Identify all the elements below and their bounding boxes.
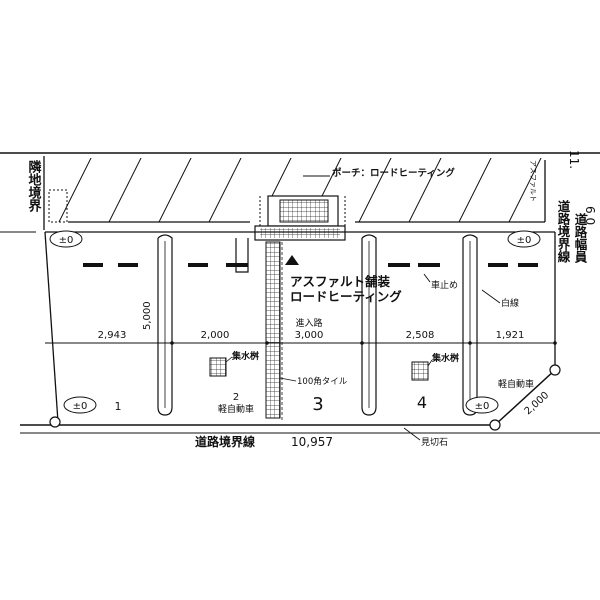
stall-divider-3 — [462, 234, 478, 416]
level-mark-top-left: ±0 — [49, 230, 83, 248]
porch — [254, 195, 346, 241]
stall-divider-short — [235, 238, 249, 273]
asphalt-top-label: アスファルト — [529, 160, 537, 202]
drain-right-label: 集水桝 — [431, 352, 459, 364]
road-boundary-bottom-label: 道路境界線 — [195, 434, 255, 449]
stall-divider-2 — [361, 234, 377, 416]
car-stops — [83, 263, 538, 267]
drain-grate-right-icon — [411, 361, 429, 381]
drain-left-label: 集水桝 — [231, 350, 259, 362]
road-boundary-right-label: 道路境界線 — [556, 199, 571, 263]
space-number-4: 4 — [417, 393, 427, 412]
dimension-left-vertical: 5,000 — [142, 301, 153, 330]
svg-text:±0: ±0 — [73, 401, 88, 412]
dimension-2: 2,000 — [201, 330, 230, 341]
porch-heating-label: ポーチ：ロードヒーティング — [332, 167, 455, 179]
stall-divider-1 — [157, 234, 173, 416]
drain-left-leader — [225, 356, 233, 363]
dimension-3: 3,000 — [295, 330, 324, 341]
svg-text:±0: ±0 — [59, 235, 74, 246]
level-mark-top-right: ±0 — [507, 230, 541, 248]
road-boundary-length: 10,957 — [291, 435, 333, 449]
tile-label: 100角タイル — [297, 376, 348, 387]
drain-right-leader — [427, 359, 433, 367]
light-car-label-right: 軽自動車 — [498, 378, 534, 390]
road-heating-label: ロードヒーティング — [290, 289, 402, 304]
corner-cut-line — [494, 369, 556, 426]
svg-text:±0: ±0 — [475, 401, 490, 412]
corner-marker-left — [49, 416, 61, 428]
level-mark-bottom-right: ±0 — [465, 396, 499, 414]
space-number-2: 2 — [233, 392, 239, 403]
entrance-triangle-icon — [285, 255, 299, 265]
road-width-fragment-2: 6.0 — [583, 206, 597, 225]
white-line-label: 白線 — [501, 297, 519, 309]
corner-dimension: 2,000 — [523, 390, 552, 417]
corner-marker-right — [549, 364, 561, 376]
light-car-label-left: 軽自動車 — [218, 403, 254, 415]
dimension-ticks — [170, 341, 557, 345]
svg-text:±0: ±0 — [517, 235, 532, 246]
white-line-leader — [481, 289, 501, 304]
curb-leader — [403, 427, 421, 441]
dimension-4: 2,508 — [406, 330, 435, 341]
left-small-box — [48, 189, 68, 223]
dimension-5: 1,921 — [496, 330, 525, 341]
asphalt-paving-label: アスファルト舗装 — [290, 274, 391, 289]
tile-leader — [279, 377, 297, 382]
neighbor-boundary-label: 隣地境界 — [26, 159, 42, 213]
drain-grate-left-icon — [209, 357, 227, 377]
corner-marker-bottom — [489, 419, 501, 431]
dimension-1: 2,943 — [98, 330, 127, 341]
space-number-3: 3 — [312, 394, 323, 415]
road-width-fragment-1: 11. — [567, 150, 581, 169]
lot-left-edge — [44, 231, 59, 423]
road-width-right-label: 道路幅員 — [573, 212, 588, 264]
car-stop-label: 車止め — [431, 279, 458, 291]
curb-label: 見切石 — [421, 437, 448, 448]
car-stop-leader — [423, 273, 431, 283]
tile-walkway — [265, 241, 281, 419]
level-mark-bottom-left: ±0 — [63, 396, 97, 414]
driveway-label: 進入路 — [295, 317, 322, 329]
space-number-1: 1 — [115, 400, 122, 413]
